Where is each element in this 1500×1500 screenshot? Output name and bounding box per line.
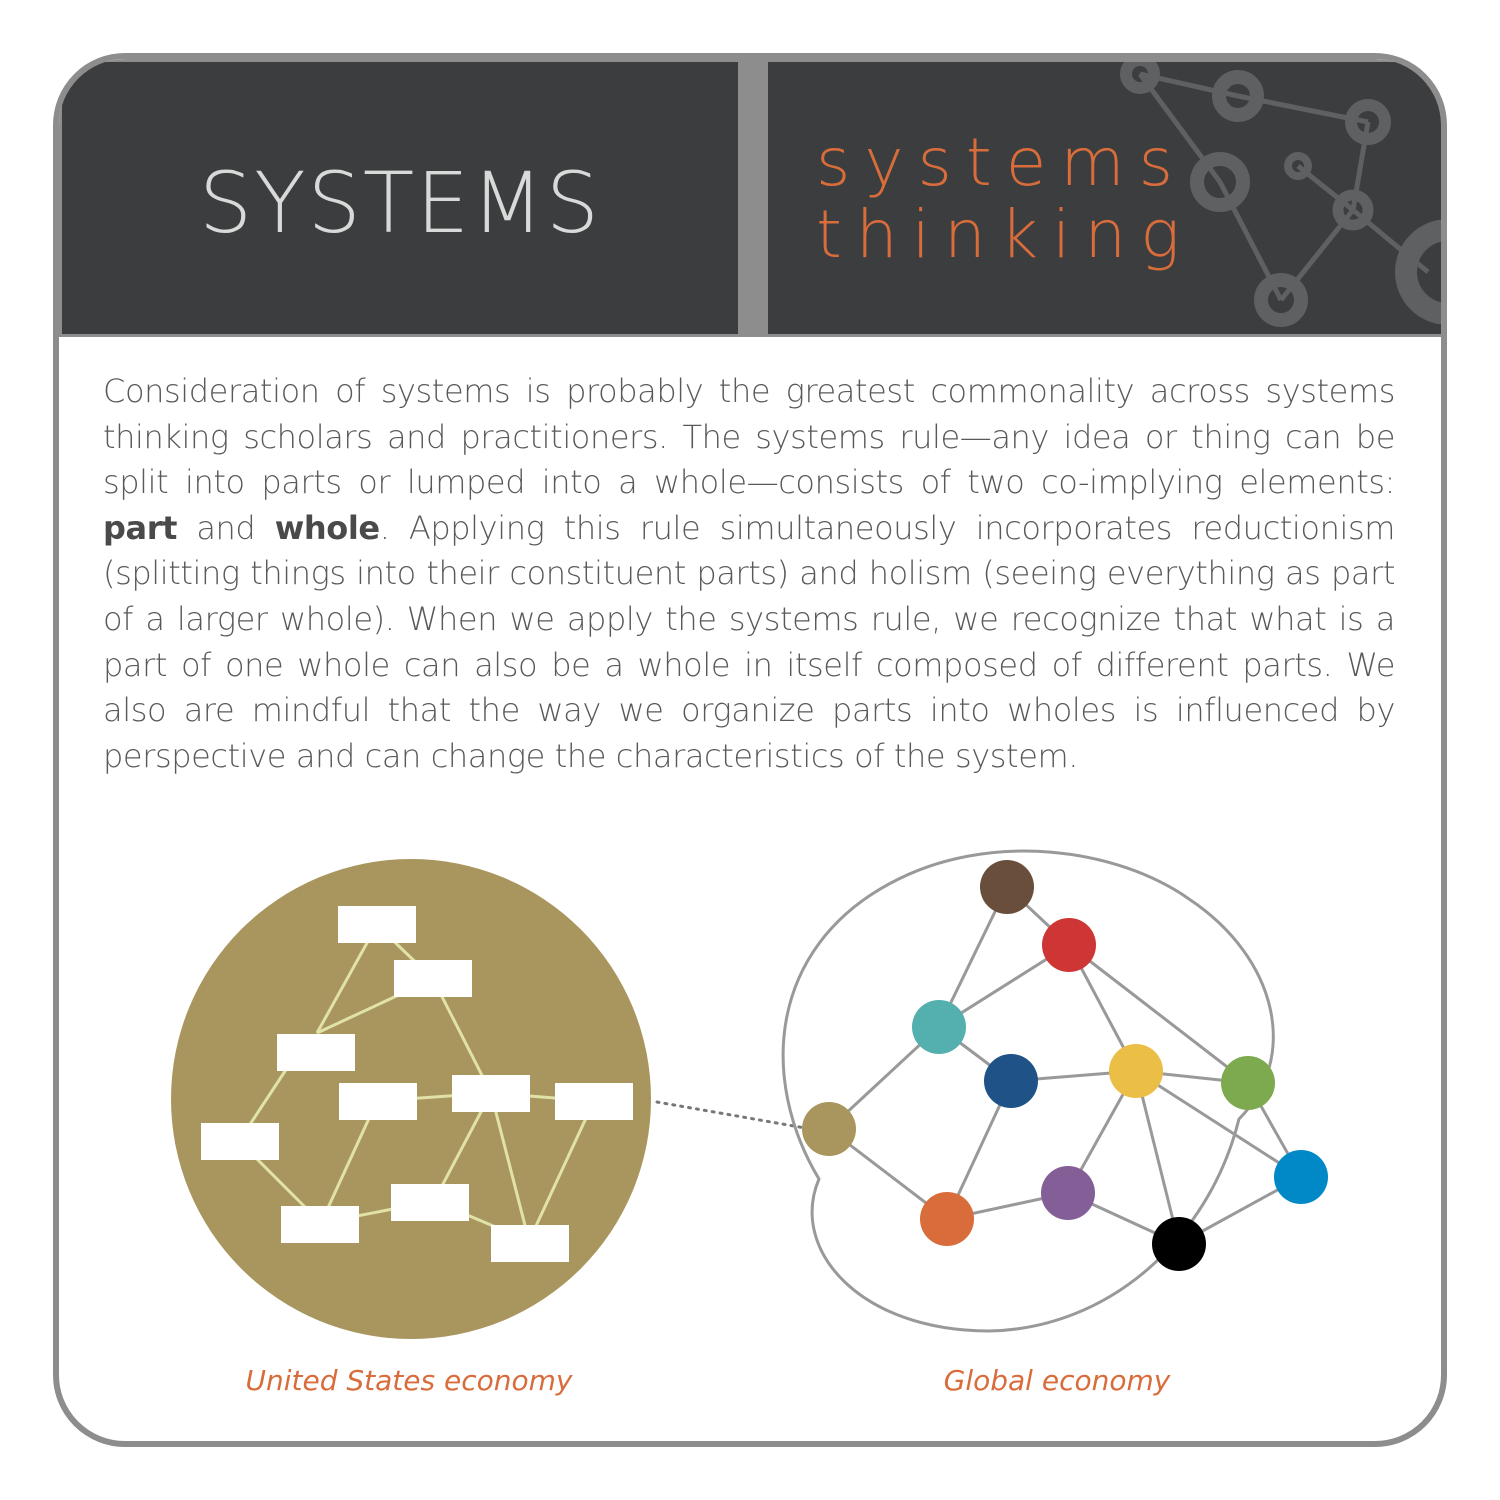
header-right-panel: systems thinking [768, 62, 1441, 334]
us-part-box [339, 1083, 417, 1120]
blue-node [1274, 1150, 1328, 1204]
global-economy-outline [781, 849, 1275, 1333]
red-node [1042, 918, 1096, 972]
us-economy-diagram [171, 859, 651, 1339]
purple-node [1041, 1166, 1095, 1220]
us-part-box [277, 1034, 355, 1071]
us-part-box [281, 1206, 359, 1243]
section-title: SYSTEMS [198, 154, 602, 252]
economy-diagram [171, 849, 1328, 1339]
subtitle-line-2: thinking [816, 196, 1194, 273]
paragraph-text-2: . Applying this rule simultaneously inco… [103, 508, 1395, 775]
black-node [1152, 1217, 1206, 1271]
header: SYSTEMS [59, 59, 1441, 337]
us-part-box [452, 1075, 530, 1112]
paragraph-text-1: Consideration of systems is probably the… [103, 372, 1395, 502]
yellow-node [1109, 1044, 1163, 1098]
term-part: part [103, 508, 177, 547]
khaki-node [802, 1102, 856, 1156]
us-part-box [394, 960, 472, 997]
systems-card: SYSTEMS [53, 53, 1447, 1447]
us-part-box [491, 1225, 569, 1262]
term-whole: whole [274, 508, 380, 547]
us-part-box [391, 1184, 469, 1221]
navy-node [984, 1054, 1038, 1108]
network-decoration-icon [1120, 62, 1441, 327]
brown-node [980, 860, 1034, 914]
paragraph-and: and [176, 508, 275, 547]
description-paragraph: Consideration of systems is probably the… [103, 369, 1395, 779]
teal-node [912, 1000, 966, 1054]
subtitle-line-1: systems [816, 124, 1187, 201]
us-part-box [338, 906, 416, 943]
dotted-connector [655, 1100, 813, 1131]
orange-node [920, 1192, 974, 1246]
us-part-box [201, 1123, 279, 1160]
header-left-panel: SYSTEMS [62, 62, 738, 334]
us-part-box [555, 1083, 633, 1120]
green-node [1221, 1056, 1275, 1110]
global-economy-caption: Global economy [943, 1364, 1171, 1397]
us-economy-caption: United States economy [245, 1364, 573, 1397]
